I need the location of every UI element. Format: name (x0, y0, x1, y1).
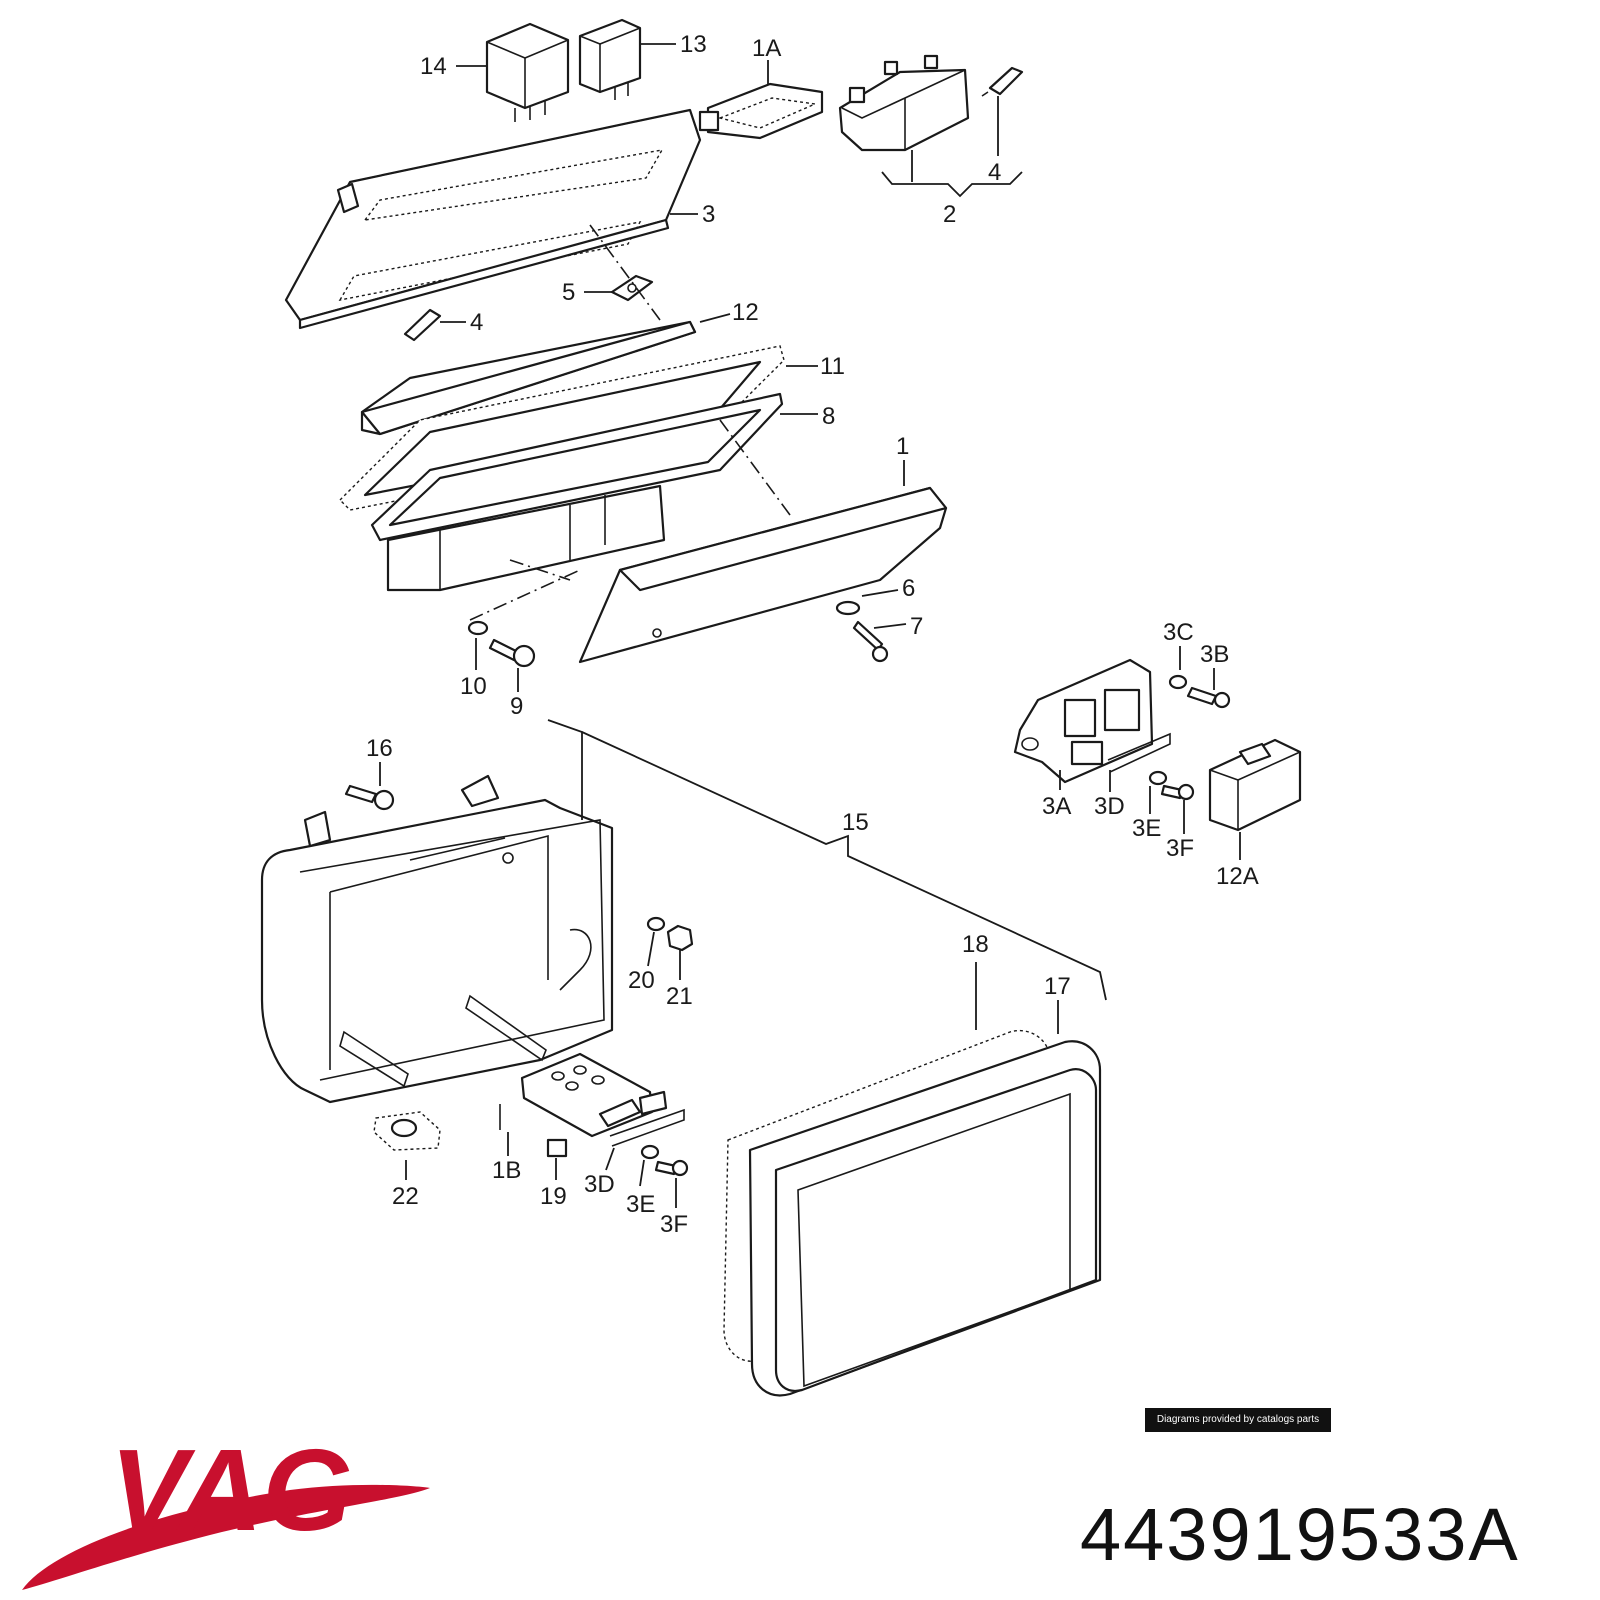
label-3: 3 (702, 201, 715, 228)
assembly-line (469, 569, 581, 621)
washer-6 (835, 600, 861, 616)
part-number: 443919533A (1080, 1493, 1520, 1576)
label-17: 17 (1044, 973, 1071, 1000)
screw-3F-right (1160, 783, 1195, 801)
screw-3B (1186, 686, 1231, 709)
logo-swoosh (22, 1484, 430, 1590)
vag-logo: VAG (22, 1430, 430, 1590)
relay-cover-12A (1208, 738, 1302, 832)
label-4-top: 4 (988, 159, 1001, 186)
label-7: 7 (910, 613, 923, 640)
label-9: 9 (510, 693, 523, 720)
label-3F: 3F (1166, 835, 1194, 862)
screw-9 (488, 638, 536, 668)
label-5: 5 (562, 279, 575, 306)
label-1: 1 (896, 433, 909, 460)
label-3F-lower: 3F (660, 1211, 688, 1238)
label-6: 6 (902, 575, 915, 602)
bulb-4-top (981, 66, 1024, 97)
label-4-lower: 4 (470, 309, 483, 336)
frame-8 (370, 392, 784, 592)
relay-box-2 (838, 54, 970, 152)
leader-lines (379, 43, 1241, 1208)
bulb-4-lower (403, 308, 442, 342)
label-14: 14 (420, 53, 447, 80)
assembly-line (509, 559, 571, 581)
label-20: 20 (628, 967, 655, 994)
label-16: 16 (366, 735, 393, 762)
label-3E-lower: 3E (626, 1191, 655, 1218)
label-12A: 12A (1216, 863, 1259, 890)
label-3E: 3E (1132, 815, 1161, 842)
callout-labels: 14 13 1A 4 2 3 5 4 12 11 8 1 6 7 10 9 3C… (366, 31, 1259, 1238)
label-1A: 1A (752, 35, 781, 62)
screw-7 (852, 620, 889, 663)
label-3C: 3C (1163, 619, 1194, 646)
assembly-line (589, 224, 661, 321)
relay-carrier-3A (1013, 658, 1171, 784)
logo-text: VAG (110, 1430, 353, 1555)
bracket-1 (578, 486, 948, 664)
clip-19 (546, 1138, 568, 1158)
label-10: 10 (460, 673, 487, 700)
label-8: 8 (822, 403, 835, 430)
label-22: 22 (392, 1183, 419, 1210)
diagram-credit: Diagrams provided by catalogs parts (1145, 1408, 1331, 1432)
relay-14 (485, 22, 570, 122)
label-15: 15 (842, 809, 869, 836)
screw-3F-lower (654, 1159, 689, 1177)
clip-5 (610, 274, 654, 302)
label-21: 21 (666, 983, 693, 1010)
label-3A: 3A (1042, 793, 1071, 820)
label-1B: 1B (492, 1157, 521, 1184)
label-3B: 3B (1200, 641, 1229, 668)
relay-plate-3 (284, 108, 702, 330)
label-3D: 3D (1094, 793, 1125, 820)
housing-box (260, 774, 614, 1104)
connector-1A (698, 82, 824, 140)
washer-3E-right (1148, 770, 1168, 786)
washer-20 (646, 916, 666, 932)
assembly-line (719, 419, 791, 516)
label-2: 2 (943, 201, 956, 228)
label-18: 18 (962, 931, 989, 958)
fuse-block-1B (499, 1052, 685, 1147)
washer-3E-lower (640, 1144, 660, 1160)
relay-13 (578, 18, 642, 100)
grommet-22 (373, 1111, 441, 1151)
label-11: 11 (820, 353, 845, 380)
label-3D-lower: 3D (584, 1171, 615, 1198)
label-12: 12 (732, 299, 759, 326)
label-19: 19 (540, 1183, 567, 1210)
screw-16 (344, 784, 395, 811)
washer-10 (467, 620, 489, 636)
nut-21 (666, 924, 694, 952)
lid-17 (748, 1040, 1102, 1397)
cover-12 (360, 320, 697, 436)
label-13: 13 (680, 31, 707, 58)
washer-3C (1168, 674, 1188, 690)
